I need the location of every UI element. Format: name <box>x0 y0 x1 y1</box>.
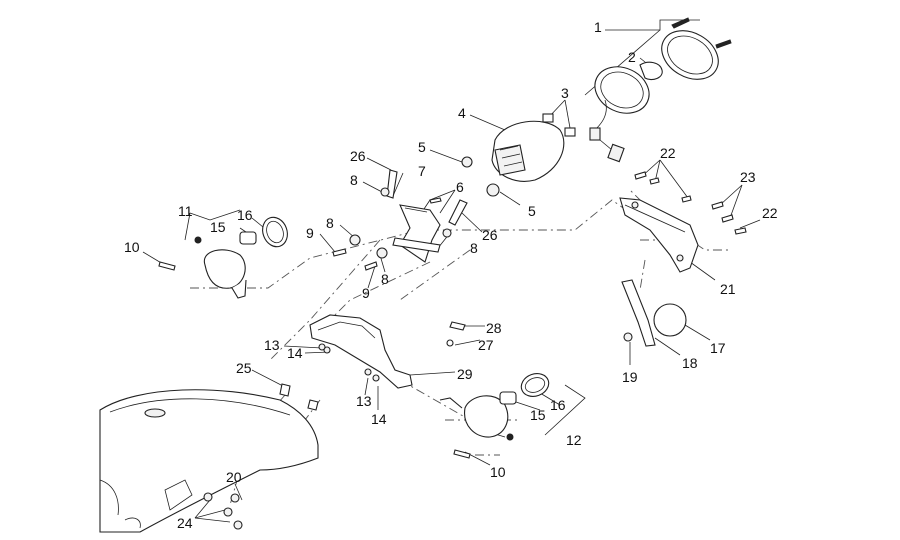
callout-26a: 26 <box>350 148 366 164</box>
callout-29: 29 <box>457 366 473 382</box>
callout-27: 27 <box>478 337 494 353</box>
callout-28: 28 <box>486 320 502 336</box>
callout-25: 25 <box>236 360 252 376</box>
callout-9a: 9 <box>306 225 314 241</box>
callout-12: 12 <box>566 432 582 448</box>
callout-11: 11 <box>178 203 193 219</box>
callout-18: 18 <box>682 355 698 371</box>
callout-8b: 8 <box>326 215 334 231</box>
callout-15a: 15 <box>210 219 226 235</box>
callout-10a: 10 <box>124 239 140 255</box>
callout-14a: 14 <box>287 345 303 361</box>
mounting-plate <box>279 314 466 411</box>
fender-hole-icon <box>144 408 166 418</box>
license-plate-holder <box>619 171 747 347</box>
callout-10b: 10 <box>490 464 506 480</box>
left-turn-indicator <box>158 216 288 299</box>
callout-1: 1 <box>594 19 602 35</box>
callout-8c: 8 <box>381 271 389 287</box>
callout-21: 21 <box>720 281 736 297</box>
callout-23: 23 <box>740 169 756 185</box>
callout-17: 17 <box>710 340 726 356</box>
rear-fender <box>99 389 319 533</box>
rear-light-assembly <box>589 17 732 163</box>
callout-8a: 8 <box>350 172 358 188</box>
callout-22a: 22 <box>660 145 676 161</box>
fender-fasteners <box>203 492 243 530</box>
tail-light <box>491 120 565 182</box>
callout-19: 19 <box>622 369 638 385</box>
callout-16b: 16 <box>550 397 566 413</box>
bolt-icon <box>386 169 398 199</box>
callout-13a: 13 <box>264 337 280 353</box>
callout-22b: 22 <box>762 205 778 221</box>
bolt-icon <box>448 199 468 226</box>
callout-2: 2 <box>628 49 636 65</box>
callout-9b: 9 <box>362 285 370 301</box>
leader-lines <box>142 19 761 523</box>
callout-labels: 1 2 3 4 5 5 6 7 8 8 8 8 9 9 10 10 11 12 … <box>124 19 778 531</box>
nut-parts <box>461 156 500 197</box>
right-turn-indicator <box>439 373 550 459</box>
callout-4: 4 <box>458 105 466 121</box>
callout-13b: 13 <box>356 393 372 409</box>
callout-3: 3 <box>561 85 569 101</box>
clip-parts <box>542 113 576 137</box>
license-light-bracket <box>332 169 468 271</box>
callout-20: 20 <box>226 469 242 485</box>
bulb-icon <box>639 61 663 81</box>
callout-5b: 5 <box>528 203 536 219</box>
callout-26b: 26 <box>482 227 498 243</box>
callout-7: 7 <box>418 163 426 179</box>
callout-16a: 16 <box>237 207 253 223</box>
callout-6: 6 <box>456 179 464 195</box>
callout-14b: 14 <box>371 411 387 427</box>
callout-24: 24 <box>177 515 193 531</box>
callout-5a: 5 <box>418 139 426 155</box>
callout-15b: 15 <box>530 407 546 423</box>
callout-8d: 8 <box>470 240 478 256</box>
